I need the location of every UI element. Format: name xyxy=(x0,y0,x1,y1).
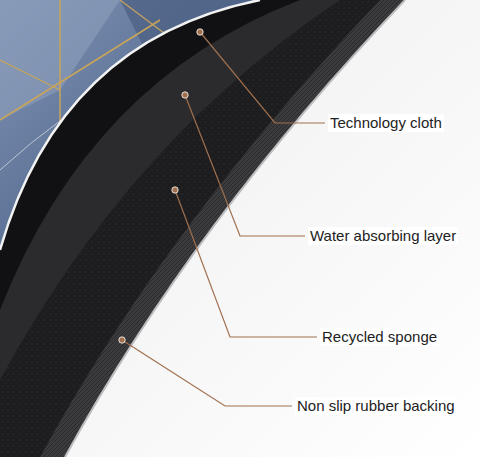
callout-label: Recycled sponge xyxy=(320,328,439,346)
callout-label: Water absorbing layer xyxy=(308,227,458,245)
edge-highlight xyxy=(0,0,260,250)
leader-dot xyxy=(197,29,203,35)
leader-lines xyxy=(122,32,325,406)
leader-dots xyxy=(119,29,203,343)
surface-pattern xyxy=(0,0,260,200)
leader-line xyxy=(185,95,305,236)
mat-top-surface xyxy=(0,0,260,250)
callout-label: Technology cloth xyxy=(328,114,444,132)
leader-dot xyxy=(182,92,188,98)
leader-dot xyxy=(172,187,178,193)
leader-dot xyxy=(119,337,125,343)
leader-line xyxy=(200,32,325,123)
absorbing-layer xyxy=(0,0,340,380)
leader-line xyxy=(122,340,292,406)
cloth-layer xyxy=(0,0,300,310)
leader-line xyxy=(175,190,317,337)
callout-label: Non slip rubber backing xyxy=(295,397,457,415)
